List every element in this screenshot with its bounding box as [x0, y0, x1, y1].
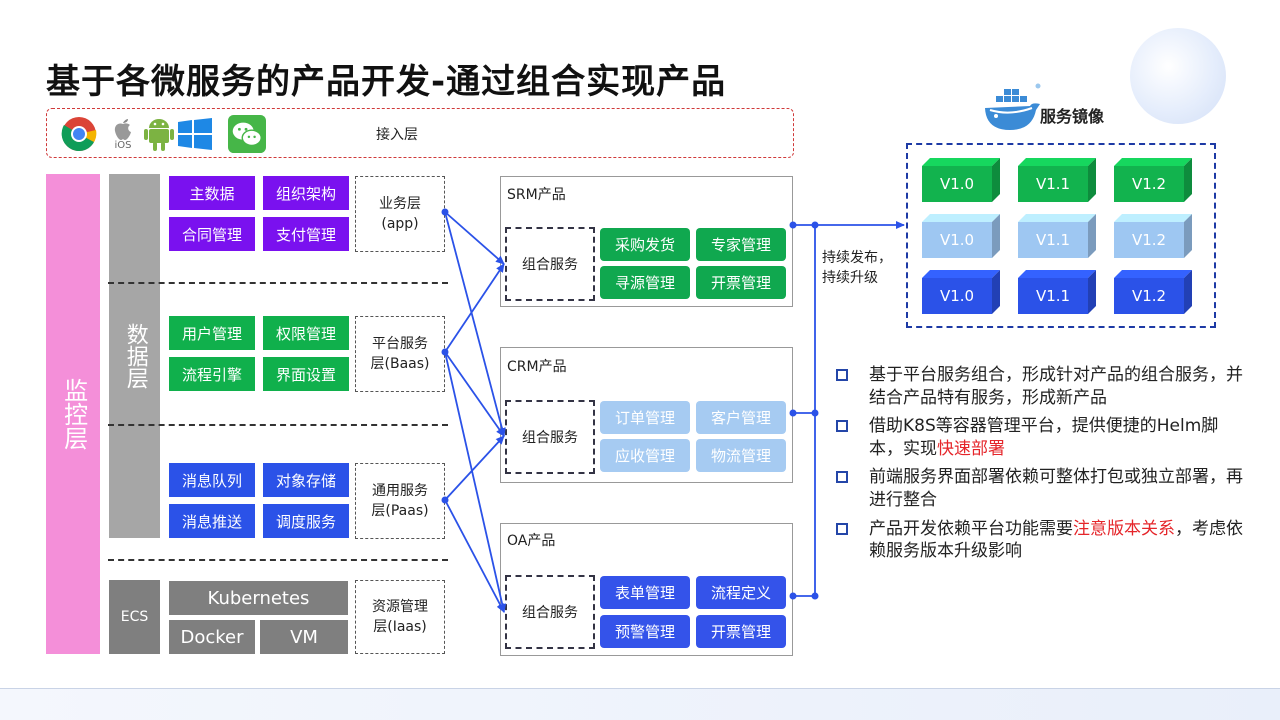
oa-form-mgmt: 表单管理 — [600, 576, 690, 609]
link-app-srm — [444, 211, 505, 265]
bullet-icon — [836, 420, 848, 433]
image-version-cube: V1.0 — [922, 158, 1000, 202]
access-layer-box — [46, 108, 794, 158]
footer-band — [0, 688, 1280, 720]
mirror-box — [906, 143, 1216, 328]
apple-ios-icon: iOS — [104, 114, 142, 154]
service-message-push: 消息推送 — [169, 504, 255, 538]
image-version-cube: V1.2 — [1114, 270, 1192, 314]
android-icon — [140, 114, 178, 154]
image-version-label: V1.0 — [939, 175, 975, 193]
image-version-label: V1.1 — [1035, 175, 1071, 193]
ecs-block: ECS — [109, 580, 160, 654]
product-srm-name: SRM产品 — [507, 187, 566, 203]
crm-customer-mgmt: 客户管理 — [696, 401, 786, 434]
oa-process-definition: 流程定义 — [696, 576, 786, 609]
link-baas-srm — [444, 263, 505, 353]
note-item: 前端服务界面部署依赖可整体打包或独立部署，再进行整合 — [836, 466, 1246, 511]
bullet-icon — [836, 522, 848, 535]
link-baas-crm — [444, 351, 505, 437]
data-layer-label: 数据层 — [122, 323, 148, 389]
oa-invoice-mgmt: 开票管理 — [696, 615, 786, 648]
srm-expert-mgmt: 专家管理 — [696, 228, 786, 261]
layer-iaas-label: 资源管理 层(Iaas) — [355, 580, 445, 654]
service-ui-settings: 界面设置 — [263, 357, 349, 391]
oa-combo-service: 组合服务 — [505, 575, 595, 649]
service-object-storage: 对象存储 — [263, 463, 349, 497]
resource-docker: Docker — [169, 620, 255, 654]
link-paas-oa — [444, 499, 505, 613]
service-contract-mgmt: 合同管理 — [169, 217, 255, 251]
image-version-cube: V1.1 — [1018, 158, 1096, 202]
notes-list: 基于平台服务组合，形成针对产品的组合服务，并结合产品特有服务，形成新产品 借助K… — [836, 364, 1246, 569]
srm-sourcing-mgmt: 寻源管理 — [600, 266, 690, 299]
layer-app-label: 业务层 (app) — [355, 176, 445, 252]
srm-purchase-delivery: 采购发货 — [600, 228, 690, 261]
image-version-label: V1.0 — [939, 231, 975, 249]
layer-separator — [108, 424, 448, 426]
docker-whale-icon — [980, 80, 1042, 134]
srm-combo-service: 组合服务 — [505, 227, 595, 301]
service-master-data: 主数据 — [169, 176, 255, 210]
service-scheduling: 调度服务 — [263, 504, 349, 538]
oa-alert-mgmt: 预警管理 — [600, 615, 690, 648]
link-app-crm — [444, 211, 506, 437]
image-version-cube: V1.0 — [922, 214, 1000, 258]
data-layer: 数据层 — [109, 174, 160, 538]
bullet-icon — [836, 369, 848, 381]
crm-receivable-mgmt: 应收管理 — [600, 439, 690, 472]
link-paas-crm — [444, 435, 505, 501]
image-version-cube: V1.1 — [1018, 270, 1096, 314]
layer-paas-label: 通用服务 层(Paas) — [355, 463, 445, 539]
image-version-cube: V1.1 — [1018, 214, 1096, 258]
note-item: 基于平台服务组合，形成针对产品的组合服务，并结合产品特有服务，形成新产品 — [836, 364, 1246, 409]
srm-invoice-mgmt: 开票管理 — [696, 266, 786, 299]
chrome-icon — [60, 114, 98, 154]
access-layer-label: 接入层 — [376, 127, 418, 143]
layer-baas-label: 平台服务 层(Baas) — [355, 316, 445, 392]
monitor-layer-label: 监控层 — [59, 378, 88, 450]
page-title: 基于各微服务的产品开发-通过组合实现产品 — [46, 62, 727, 102]
resource-kubernetes: Kubernetes — [169, 581, 348, 615]
image-version-label: V1.2 — [1131, 287, 1167, 305]
image-version-label: V1.0 — [939, 287, 975, 305]
resource-vm: VM — [260, 620, 348, 654]
image-version-label: V1.2 — [1131, 231, 1167, 249]
note-item: 产品开发依赖平台功能需要注意版本关系，考虑依赖服务版本升级影响 — [836, 518, 1246, 563]
image-version-cube: V1.0 — [922, 270, 1000, 314]
bullet-icon — [836, 471, 848, 484]
image-version-cube: V1.2 — [1114, 158, 1192, 202]
image-version-label: V1.1 — [1035, 287, 1071, 305]
windows-icon — [176, 114, 214, 154]
layer-separator — [108, 282, 448, 284]
crm-order-mgmt: 订单管理 — [600, 401, 690, 434]
mirror-label: 服务镜像 — [1040, 107, 1105, 126]
crm-logistics-mgmt: 物流管理 — [696, 439, 786, 472]
product-oa-name: OA产品 — [507, 533, 556, 549]
link-baas-oa — [444, 351, 507, 613]
image-version-label: V1.1 — [1035, 231, 1071, 249]
monitor-layer: 监控层 — [46, 174, 100, 654]
service-payment-mgmt: 支付管理 — [263, 217, 349, 251]
service-workflow-engine: 流程引擎 — [169, 357, 255, 391]
wechat-icon — [228, 114, 266, 154]
service-permission-mgmt: 权限管理 — [263, 316, 349, 350]
service-org-structure: 组织架构 — [263, 176, 349, 210]
service-user-mgmt: 用户管理 — [169, 316, 255, 350]
image-version-cube: V1.2 — [1114, 214, 1192, 258]
product-crm-name: CRM产品 — [507, 359, 567, 375]
ios-text: iOS — [114, 140, 132, 151]
decorative-orb — [1130, 28, 1226, 124]
crm-combo-service: 组合服务 — [505, 400, 595, 474]
layer-separator — [108, 559, 448, 561]
service-message-queue: 消息队列 — [169, 463, 255, 497]
release-label: 持续发布， 持续升级 — [822, 250, 892, 286]
note-item: 借助K8S等容器管理平台，提供便捷的Helm脚本，实现快速部署 — [836, 415, 1246, 460]
image-version-label: V1.2 — [1131, 175, 1167, 193]
